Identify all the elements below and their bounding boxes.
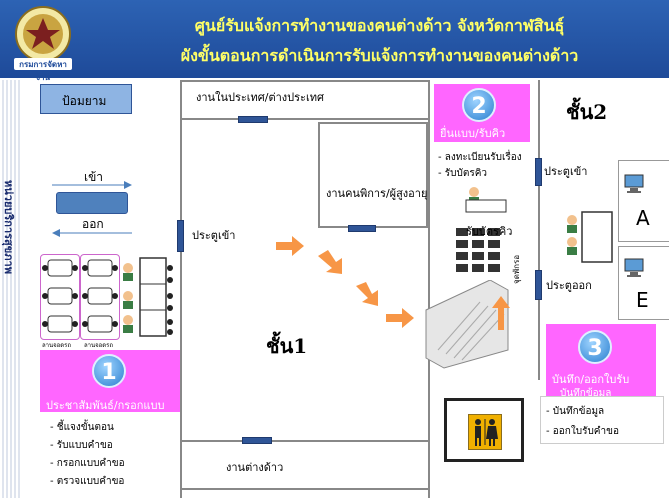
wall-mid xyxy=(428,80,430,498)
parking-lot-1 xyxy=(40,254,80,340)
domestic-room-label: งานในประเทศ/ต่างประเทศ xyxy=(196,91,324,104)
restroom-icon xyxy=(468,414,502,450)
entry-door-1 xyxy=(177,220,184,252)
domestic-door xyxy=(238,116,268,123)
foreign-door xyxy=(242,437,272,444)
step-2-number: 2 xyxy=(462,88,496,122)
guard-box xyxy=(40,84,132,114)
entry-door-1-label: ประตูเข้า xyxy=(192,229,236,242)
stair-up-arrow xyxy=(492,296,510,330)
floor-1-label: ชั้น1 xyxy=(266,334,308,358)
step-1-item: - รับแบบคำขอ xyxy=(50,440,113,451)
step-3-title-2: บันทึกข้อมูล xyxy=(560,388,612,399)
step-3-item: - บันทึกข้อมูล xyxy=(546,406,605,417)
step-1-item: - ชี้แจงขั้นตอน xyxy=(50,422,114,433)
out-arrow xyxy=(52,229,132,237)
flow-arrows xyxy=(276,236,414,328)
foreign-room xyxy=(180,440,430,490)
seating-icons xyxy=(42,259,118,333)
computer-icon xyxy=(624,258,644,277)
step-2-item: - รับบัตรคิว xyxy=(438,168,488,179)
guard-label: ป้อมยาม xyxy=(62,94,107,108)
counter-e-box xyxy=(618,246,669,320)
counter-a-box xyxy=(618,160,669,242)
staff-counter xyxy=(567,211,613,263)
in-arrow xyxy=(52,181,132,189)
step-3-item: - ออกใบรับคำขอ xyxy=(546,426,619,437)
exit-door-2 xyxy=(535,270,542,300)
wall-left xyxy=(180,80,182,498)
elderly-room xyxy=(318,122,428,228)
logo-text: กรมการจัดหางาน xyxy=(19,60,67,82)
counter-a-label: A xyxy=(636,206,650,230)
step-2-title: ยื่นแบบ/รับคิว xyxy=(440,127,506,140)
step-1-list xyxy=(40,412,180,498)
floor-2-label: ชั้น2 xyxy=(566,100,608,124)
parking-label-1: ลานจอดรถ xyxy=(42,342,72,349)
page-subtitle: ผังขั้นตอนการดำเนินการรับแจ้งการทำงานของ… xyxy=(180,46,579,65)
elderly-room-label: งานคนพิการ/ผู้สูงอายุ xyxy=(326,187,428,200)
step-2-item: - ลงทะเบียนรับเรื่อง xyxy=(438,152,522,163)
queue-label: รับบัตรคิว xyxy=(466,225,513,238)
step-1-title: ประชาสัมพันธ์/กรอกแบบ xyxy=(46,399,165,412)
header-banner xyxy=(0,0,669,78)
exit-door-2-label: ประตูออก xyxy=(546,279,592,292)
entrance-out-label: ออก xyxy=(82,217,104,231)
step-1-item: - กรอกแบบคำขอ xyxy=(50,458,125,469)
queue-area xyxy=(456,187,507,272)
counter-e-label: E xyxy=(636,288,649,312)
computer-icon xyxy=(624,174,644,193)
entry-door-2 xyxy=(535,158,542,186)
elderly-door xyxy=(348,225,376,232)
entrance-gate xyxy=(56,192,128,214)
entry-door-2-label: ประตูเข้า xyxy=(544,165,588,178)
foreign-room-label: งานต่างด้าว xyxy=(226,461,284,474)
parking-lot-2 xyxy=(80,254,120,340)
domestic-room xyxy=(180,80,430,120)
step-1-item: - ตรวจแบบคำขอ xyxy=(50,476,125,487)
staircase xyxy=(425,280,509,369)
sidebar-strip xyxy=(0,80,20,498)
step-3-list xyxy=(540,396,664,444)
waiting-label: จุดพักรอ xyxy=(512,254,521,284)
entrance-in-label: เข้า xyxy=(84,170,104,184)
pr-counter xyxy=(123,257,173,337)
step-1-number: 1 xyxy=(92,354,126,388)
wall-right xyxy=(538,80,540,380)
step-3-title: บันทึก/ออกใบรับ xyxy=(552,373,630,386)
page-title: ศูนย์รับแจ้งการทำงานของคนต่างด้าว จังหวั… xyxy=(194,16,565,35)
sidebar-label: หน่วยบริการสุขภาพ xyxy=(2,180,15,274)
step-3-number: 3 xyxy=(578,330,612,364)
parking-label-2: ลานจอดรถ xyxy=(84,342,114,349)
department-logo: กรมการจัดหางาน xyxy=(8,4,78,82)
